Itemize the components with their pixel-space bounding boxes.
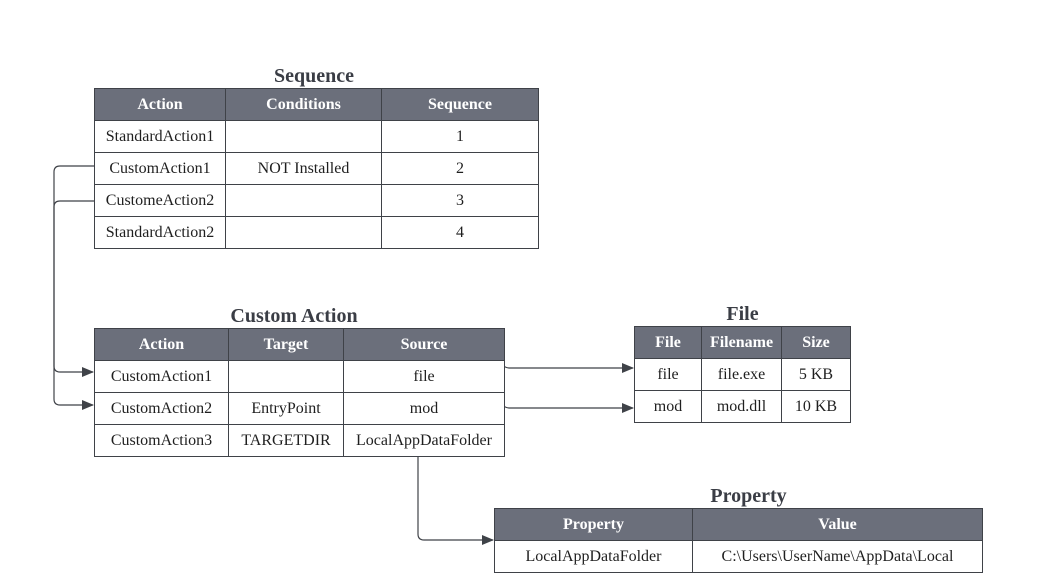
- column-header: Action: [94, 328, 229, 361]
- table-header-row: File Filename Size: [634, 326, 851, 359]
- table-row: file file.exe 5 KB: [634, 358, 851, 391]
- column-header: Source: [343, 328, 505, 361]
- table-header-row: Action Target Source: [94, 328, 505, 361]
- table-cell: mod: [634, 390, 702, 423]
- property-title: Property: [710, 485, 787, 507]
- table-cell: mod: [343, 392, 505, 425]
- connector-sequence-customaction2: [53, 200, 95, 410]
- table-cell: CustomAction1: [94, 152, 226, 185]
- table-row: CustomeAction2 3: [94, 184, 539, 217]
- table-cell: CustomeAction2: [94, 184, 226, 217]
- table-row: CustomAction1 file: [94, 360, 505, 393]
- table-row: CustomAction3 TARGETDIR LocalAppDataFold…: [94, 424, 505, 457]
- table-cell: 3: [381, 184, 539, 217]
- column-header: Property: [494, 508, 693, 541]
- custom-action-table: Action Target Source CustomAction1 file …: [94, 328, 505, 457]
- table-cell: LocalAppDataFolder: [494, 540, 693, 573]
- table-cell: [225, 120, 382, 153]
- table-row: LocalAppDataFolder C:\Users\UserName\App…: [494, 540, 983, 573]
- column-header: Action: [94, 88, 226, 121]
- table-cell: [228, 360, 344, 393]
- sequence-title: Sequence: [274, 65, 354, 87]
- table-cell: CustomAction1: [94, 360, 229, 393]
- table-row: CustomAction2 EntryPoint mod: [94, 392, 505, 425]
- table-cell: TARGETDIR: [228, 424, 344, 457]
- table-cell: [225, 184, 382, 217]
- table-cell: 4: [381, 216, 539, 249]
- table-cell: 1: [381, 120, 539, 153]
- table-cell: CustomAction3: [94, 424, 229, 457]
- column-header: Sequence: [381, 88, 539, 121]
- column-header: Target: [228, 328, 344, 361]
- table-cell: file: [343, 360, 505, 393]
- connector-sequence-customaction1: [53, 165, 95, 377]
- column-header: Conditions: [225, 88, 382, 121]
- column-header: File: [634, 326, 702, 359]
- table-cell: LocalAppDataFolder: [343, 424, 505, 457]
- connector-source-file: [503, 363, 634, 373]
- file-title: File: [726, 303, 759, 325]
- table-header-row: Action Conditions Sequence: [94, 88, 539, 121]
- table-cell: file.exe: [701, 358, 782, 391]
- table-cell: StandardAction2: [94, 216, 226, 249]
- table-cell: StandardAction1: [94, 120, 226, 153]
- table-row: StandardAction1 1: [94, 120, 539, 153]
- column-header: Size: [781, 326, 851, 359]
- table-cell: file: [634, 358, 702, 391]
- connector-source-mod: [503, 403, 634, 413]
- table-cell: 5 KB: [781, 358, 851, 391]
- table-row: CustomAction1 NOT Installed 2: [94, 152, 539, 185]
- property-table: Property Value LocalAppDataFolder C:\Use…: [494, 508, 983, 573]
- table-cell: [225, 216, 382, 249]
- connector-source-property: [417, 453, 494, 545]
- table-cell: EntryPoint: [228, 392, 344, 425]
- sequence-table: Action Conditions Sequence StandardActio…: [94, 88, 539, 249]
- table-row: mod mod.dll 10 KB: [634, 390, 851, 423]
- custom-action-title: Custom Action: [230, 305, 358, 327]
- file-table: File Filename Size file file.exe 5 KB mo…: [634, 326, 851, 423]
- table-cell: C:\Users\UserName\AppData\Local: [692, 540, 983, 573]
- table-cell: CustomAction2: [94, 392, 229, 425]
- table-cell: 10 KB: [781, 390, 851, 423]
- table-cell: mod.dll: [701, 390, 782, 423]
- table-cell: 2: [381, 152, 539, 185]
- table-header-row: Property Value: [494, 508, 983, 541]
- table-cell: NOT Installed: [225, 152, 382, 185]
- column-header: Value: [692, 508, 983, 541]
- table-row: StandardAction2 4: [94, 216, 539, 249]
- column-header: Filename: [701, 326, 782, 359]
